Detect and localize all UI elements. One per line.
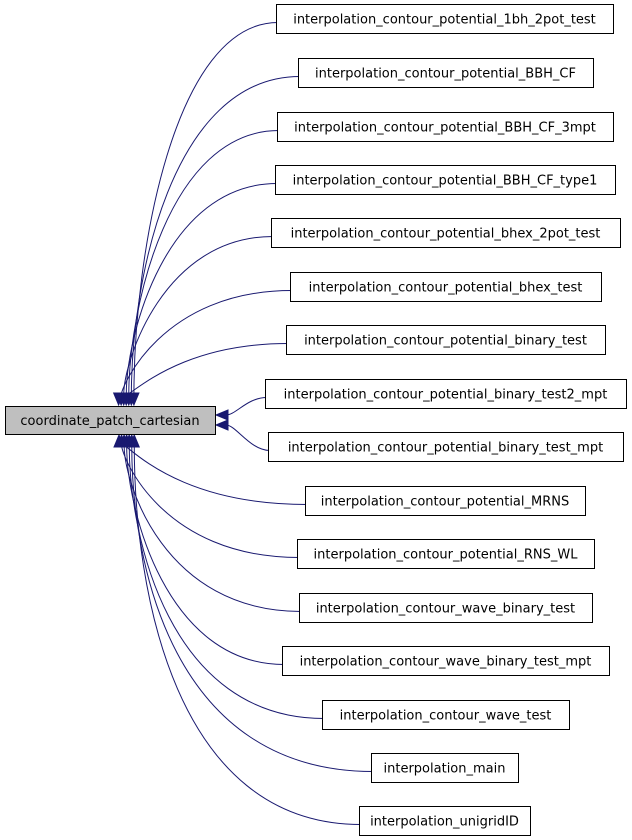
edges-layer: [112, 22, 374, 825]
caller-node-box: [299, 593, 593, 623]
nodes-layer: interpolation_contour_potential_1bh_2pot…: [5, 4, 627, 836]
call-edge: [225, 424, 271, 451]
call-edge: [133, 22, 279, 396]
call-edge: [130, 76, 301, 396]
caller-node-label: interpolation_main: [384, 762, 506, 777]
caller-node[interactable]: interpolation_contour_wave_binary_test_m…: [282, 646, 610, 676]
caller-node[interactable]: interpolation_contour_wave_test: [322, 700, 570, 730]
caller-node-box: [322, 700, 570, 730]
caller-node[interactable]: interpolation_contour_potential_binary_t…: [286, 325, 606, 355]
caller-node-label: interpolation_contour_potential_binary_t…: [284, 388, 608, 403]
caller-node-box: [297, 539, 595, 569]
caller-node-label: interpolation_contour_potential_binary_t…: [288, 441, 603, 456]
caller-node[interactable]: interpolation_contour_potential_binary_t…: [265, 379, 627, 409]
caller-node-label: interpolation_unigridID: [370, 815, 519, 830]
caller-node-box: [286, 325, 606, 355]
caller-node[interactable]: interpolation_contour_potential_BBH_CF: [298, 58, 594, 88]
call-edge: [225, 397, 268, 416]
caller-node[interactable]: interpolation_contour_potential_bhex_tes…: [290, 272, 602, 302]
caller-node-label: interpolation_contour_potential_RNS_WL: [314, 548, 579, 563]
caller-node-box: [359, 806, 531, 836]
caller-node[interactable]: interpolation_contour_potential_BBH_CF_t…: [275, 165, 616, 195]
caller-node[interactable]: interpolation_contour_potential_BBH_CF_3…: [277, 112, 614, 142]
call-edge: [131, 444, 374, 772]
call-edge: [133, 444, 362, 825]
caller-node-label: interpolation_contour_wave_test: [340, 709, 552, 724]
call-edge: [118, 343, 289, 399]
caller-node-label: interpolation_contour_wave_binary_test: [316, 602, 575, 617]
caller-node-label: interpolation_contour_potential_MRNS: [321, 495, 570, 510]
caller-node-box: [265, 379, 627, 409]
caller-node-label: interpolation_contour_potential_binary_t…: [304, 334, 587, 349]
caller-node-box: [276, 4, 614, 34]
caller-node-label: interpolation_contour_potential_BBH_CF_t…: [293, 174, 598, 189]
caller-node[interactable]: interpolation_contour_potential_MRNS: [305, 486, 586, 516]
caller-node-label: interpolation_contour_wave_binary_test_m…: [300, 655, 592, 670]
caller-node[interactable]: interpolation_main: [371, 753, 519, 783]
caller-node-box: [298, 58, 594, 88]
call-edge: [121, 444, 300, 558]
call-edge: [120, 290, 293, 396]
root-node-label: coordinate_patch_cartesian: [20, 414, 199, 429]
caller-node-label: interpolation_contour_potential_bhex_2po…: [291, 227, 601, 242]
caller-node-label: interpolation_contour_potential_BBH_CF_3…: [294, 121, 596, 136]
caller-node-box: [275, 165, 616, 195]
caller-node-box: [371, 753, 519, 783]
caller-node-box: [305, 486, 586, 516]
call-edge: [126, 444, 285, 665]
caller-node[interactable]: interpolation_contour_potential_1bh_2pot…: [276, 4, 614, 34]
call-edge: [123, 444, 302, 612]
caller-node-box: [282, 646, 610, 676]
arrowhead-icon: [128, 433, 141, 448]
caller-node[interactable]: interpolation_contour_potential_bhex_2po…: [271, 218, 621, 248]
caller-node-box: [277, 112, 614, 142]
arrowhead-icon: [214, 419, 229, 431]
call-edge: [128, 130, 280, 396]
caller-node-box: [271, 218, 621, 248]
caller-node-box: [268, 432, 624, 462]
caller-node-box: [290, 272, 602, 302]
caller-node[interactable]: interpolation_contour_potential_RNS_WL: [297, 539, 595, 569]
call-edge: [125, 183, 278, 396]
caller-node-label: interpolation_contour_potential_bhex_tes…: [309, 281, 583, 296]
caller-node[interactable]: interpolation_unigridID: [359, 806, 531, 836]
caller-node[interactable]: interpolation_contour_potential_binary_t…: [268, 432, 624, 462]
call-edge: [128, 444, 325, 719]
caller-node-label: interpolation_contour_potential_BBH_CF: [315, 67, 576, 82]
caller-node[interactable]: interpolation_contour_wave_binary_test: [299, 593, 593, 623]
arrowhead-icon: [112, 392, 125, 407]
arrowhead-icon: [214, 409, 229, 421]
caller-node-label: interpolation_contour_potential_1bh_2pot…: [293, 13, 596, 28]
root-node-box: [5, 406, 216, 435]
call-edge: [123, 236, 274, 396]
root-node[interactable]: coordinate_patch_cartesian: [5, 406, 216, 435]
